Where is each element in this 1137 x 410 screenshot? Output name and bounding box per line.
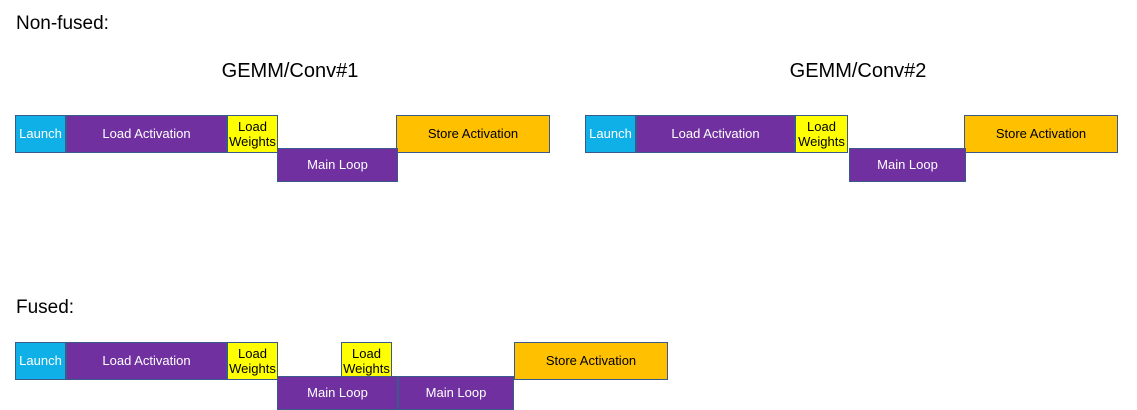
bar-label: Load Weights [229, 119, 276, 149]
bar-store-activation[interactable]: Store Activation [514, 342, 668, 380]
section-label-fused: Fused: [16, 297, 75, 318]
bar-label: Load Activation [671, 126, 760, 141]
bar-load-activation[interactable]: Load Activation [66, 342, 227, 380]
bar-load-activation[interactable]: Load Activation [636, 115, 795, 153]
group-title-2: GEMM/Conv#2 [789, 60, 927, 82]
bar-label: Store Activation [545, 353, 637, 368]
bar-label: Launch [19, 353, 62, 368]
section-label-non-fused: Non-fused: [16, 13, 109, 34]
bar-label: Main Loop [307, 385, 368, 400]
bar-load-activation[interactable]: Load Activation [66, 115, 227, 153]
bar-label: Launch [589, 126, 632, 141]
bar-label: Load Activation [102, 126, 191, 141]
bar-label: Load Weights [798, 119, 845, 149]
bar-label: Main Loop [307, 157, 368, 172]
bar-label: Launch [19, 126, 62, 141]
bar-label: Main Loop [425, 385, 487, 400]
bar-main-loop[interactable]: Main Loop [277, 376, 398, 410]
bar-launch[interactable]: Launch [15, 342, 66, 380]
bar-launch[interactable]: Launch [15, 115, 66, 153]
bar-main-loop[interactable]: Main Loop [277, 148, 398, 182]
bar-label: Load Weights [343, 346, 390, 376]
bar-launch[interactable]: Launch [585, 115, 636, 153]
bar-load-weights[interactable]: Load Weights [227, 115, 278, 153]
bar-load-weights[interactable]: Load Weights [227, 342, 278, 380]
bar-label: Load Weights [229, 346, 276, 376]
bar-store-activation[interactable]: Store Activation [396, 115, 550, 153]
bar-load-weights[interactable]: Load Weights [795, 115, 848, 153]
bar-label: Main Loop [877, 157, 938, 172]
bar-label: Load Activation [102, 353, 191, 368]
bar-label: Store Activation [995, 126, 1087, 141]
bar-main-loop[interactable]: Main Loop [398, 376, 514, 410]
group-title-1: GEMM/Conv#1 [221, 60, 359, 82]
bar-main-loop[interactable]: Main Loop [849, 148, 966, 182]
bar-label: Store Activation [427, 126, 519, 141]
bar-store-activation[interactable]: Store Activation [964, 115, 1118, 153]
bar-load-weights[interactable]: Load Weights [341, 342, 392, 380]
